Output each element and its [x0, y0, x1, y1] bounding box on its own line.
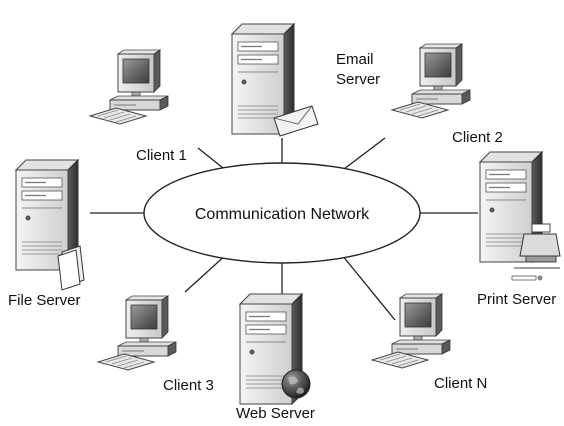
node-file-server: File Server	[8, 159, 85, 309]
desktop-computer-icon	[371, 293, 451, 369]
node-client-2: Client 2	[391, 43, 503, 146]
client-n-label: Client N	[434, 375, 487, 392]
printer-icon	[511, 223, 561, 281]
node-print-server: Print Server	[477, 151, 561, 308]
print-server-label: Print Server	[477, 291, 556, 308]
envelope-icon	[273, 105, 319, 137]
email-server-label-line2: Server	[336, 71, 380, 88]
node-client-n: Client N	[371, 293, 487, 392]
node-web-server: Web Server	[236, 293, 315, 422]
email-server-label-line1: Email	[336, 51, 374, 68]
edge-client-2	[339, 137, 386, 173]
desktop-computer-icon	[391, 43, 471, 119]
client-3-label: Client 3	[163, 377, 214, 394]
communication-network-hub: Communication Network	[143, 162, 421, 264]
client-2-label: Client 2	[452, 129, 503, 146]
desktop-computer-icon	[97, 295, 177, 371]
node-client-3: Client 3	[97, 295, 214, 394]
file-server-label: File Server	[8, 292, 81, 309]
network-ellipse	[143, 162, 421, 264]
document-icon	[57, 245, 85, 291]
desktop-computer-icon	[89, 49, 169, 125]
edge-client-n	[341, 254, 396, 321]
network-label: Communication Network	[195, 206, 370, 223]
node-email-server: Email Server	[231, 23, 380, 137]
node-client-1: Client 1	[89, 49, 187, 164]
globe-icon	[281, 369, 311, 399]
web-server-label: Web Server	[236, 405, 315, 422]
edge-client-3	[184, 252, 229, 293]
client-1-label: Client 1	[136, 147, 187, 164]
